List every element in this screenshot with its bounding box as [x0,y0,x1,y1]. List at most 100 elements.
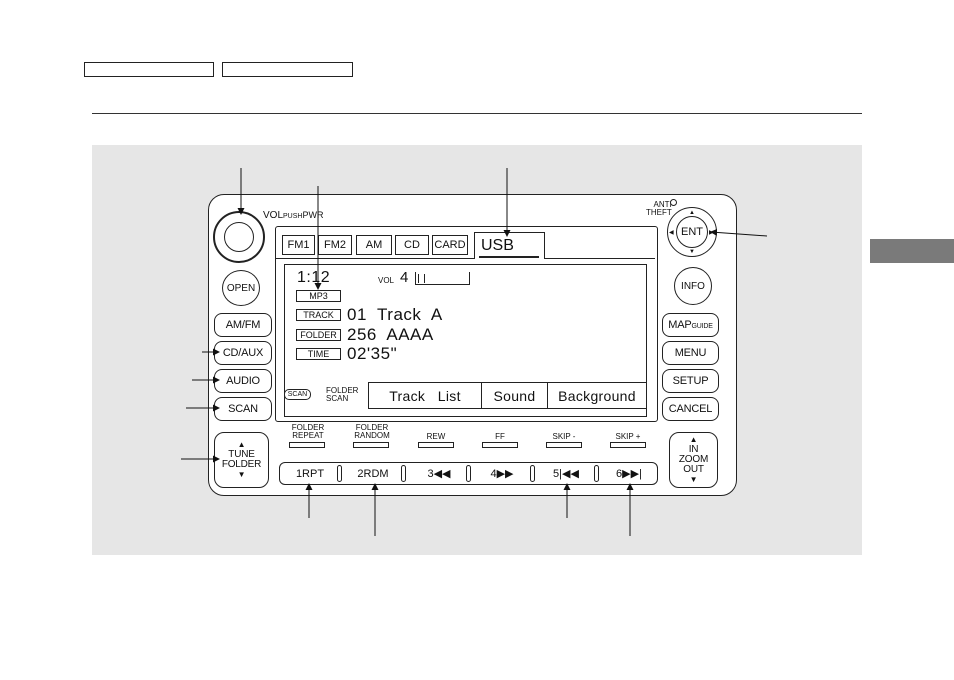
tab-strip-rule-right [545,258,655,259]
tab-usb-underline [479,256,539,258]
preset-3-button[interactable]: 3◀◀ [410,462,468,485]
tab-usb-label: USB [481,237,514,254]
am-fm-button[interactable]: AM/FM [214,313,272,337]
cancel-button[interactable]: CANCEL [662,397,719,421]
folder-value: 256 AAAA [347,325,434,344]
zoom-label: IN ZOOM OUT [678,444,709,475]
setup-label: SETUP [672,375,709,387]
audio-label: AUDIO [226,375,260,387]
tune-up-icon[interactable]: ▲ [237,440,246,449]
cd-aux-label: CD/AUX [222,347,264,359]
preset-divider [337,465,342,482]
preset-divider [530,465,535,482]
anti-theft-led [670,199,677,206]
skip-minus-caption: SKIP - [552,432,576,441]
tune-folder-rocker[interactable]: ▲ TUNE FOLDER ▼ [214,432,269,488]
am-fm-label: AM/FM [225,319,261,331]
joystick-down-icon[interactable]: ▼ [689,249,695,255]
track-label: TRACK [296,309,341,321]
format-badge: MP3 [296,290,341,302]
skip-minus-indicator [546,442,582,448]
folder-repeat-caption: FOLDER REPEAT [291,423,325,440]
preset-divider [594,465,599,482]
audio-button[interactable]: AUDIO [214,369,272,393]
track-list-softkey[interactable]: Track List [368,382,482,409]
zoom-in-icon[interactable]: ▲ [689,435,698,444]
disc-time: 1:12 [297,269,331,286]
volume-knob-inner [224,222,254,252]
track-value: 01 Track A [347,305,443,324]
zoom-out-icon[interactable]: ▼ [689,475,698,484]
ff-caption: FF [495,432,505,441]
guide-label: GUIDE [691,322,713,330]
anti-theft-label: ANTI THEFT [646,200,672,217]
joystick-ring[interactable]: ENT [667,207,717,257]
background-softkey[interactable]: Background [547,382,647,409]
volume-meter-fill [418,274,425,283]
menu-label: MENU [674,347,707,359]
preset-divider [466,465,471,482]
vol-caption: VOL [378,276,395,285]
rew-indicator [418,442,454,448]
zoom-rocker[interactable]: ▲ IN ZOOM OUT ▼ [669,432,718,488]
sound-softkey[interactable]: Sound [481,382,548,409]
preset-2-label: 2RDM [357,467,389,480]
joystick-up-icon[interactable]: ▲ [689,210,695,216]
preset-5-label: 5|◀◀ [553,468,579,480]
folder-random-caption: FOLDER RANDOM [354,423,390,440]
tab-fm2[interactable]: FM2 [318,235,352,255]
vol-pwr-label: VOLPUSHPWR [263,210,324,221]
scan-label: SCAN [228,403,258,415]
background-label: Background [558,387,636,404]
tune-down-icon[interactable]: ▼ [237,470,246,479]
folder-random-indicator [353,442,389,448]
info-label: INFO [681,280,705,292]
time-value: 02'35" [347,344,398,363]
tab-cd[interactable]: CD [395,235,429,255]
header-tab-2[interactable] [222,62,353,77]
folder-label: FOLDER [296,329,341,341]
preset-3-label: 3◀◀ [427,468,451,480]
tab-card-label: CARD [434,239,466,251]
map-label: MAP [668,319,692,331]
track-list-label: Track List [389,387,461,404]
skip-plus-caption: SKIP + [615,432,641,441]
tab-cd-label: CD [404,239,420,251]
open-label: OPEN [226,282,256,294]
preset-4-button[interactable]: 4▶▶ [473,462,531,485]
tab-am-label: AM [365,239,383,251]
time-label: TIME [296,348,341,360]
cancel-label: CANCEL [668,403,713,415]
open-button[interactable]: OPEN [222,270,260,306]
info-button[interactable]: INFO [674,267,712,305]
section-side-tab[interactable] [870,239,954,263]
preset-6-label: 6▶▶| [616,468,642,480]
preset-1-label: 1RPT [295,467,325,480]
ent-label: ENT [681,226,703,238]
preset-4-label: 4▶▶ [490,468,514,480]
scan-button[interactable]: SCAN [214,397,272,421]
setup-button[interactable]: SETUP [662,369,719,393]
tab-fm1[interactable]: FM1 [282,235,315,255]
rew-caption: REW [426,432,446,441]
tab-am[interactable]: AM [356,235,392,255]
folder-scan-caption: FOLDER SCAN [326,386,359,403]
folder-repeat-indicator [289,442,325,448]
joystick-left-icon[interactable]: ◀ [669,230,674,236]
tab-strip-rule [276,258,474,259]
arrow-ent [710,228,768,237]
ff-indicator [482,442,518,448]
preset-6-button[interactable]: 6▶▶| [600,462,658,485]
preset-5-button[interactable]: 5|◀◀ [537,462,595,485]
header-rule [92,113,862,114]
tab-card[interactable]: CARD [432,235,468,255]
header-tab-1[interactable] [84,62,214,77]
ent-button[interactable]: ENT [676,216,708,248]
sound-label: Sound [493,387,536,404]
preset-divider [401,465,406,482]
vol-value: 4 [400,269,409,286]
preset-1-button[interactable]: 1RPT [285,462,335,485]
menu-button[interactable]: MENU [662,341,719,365]
preset-2-button[interactable]: 2RDM [345,462,401,485]
